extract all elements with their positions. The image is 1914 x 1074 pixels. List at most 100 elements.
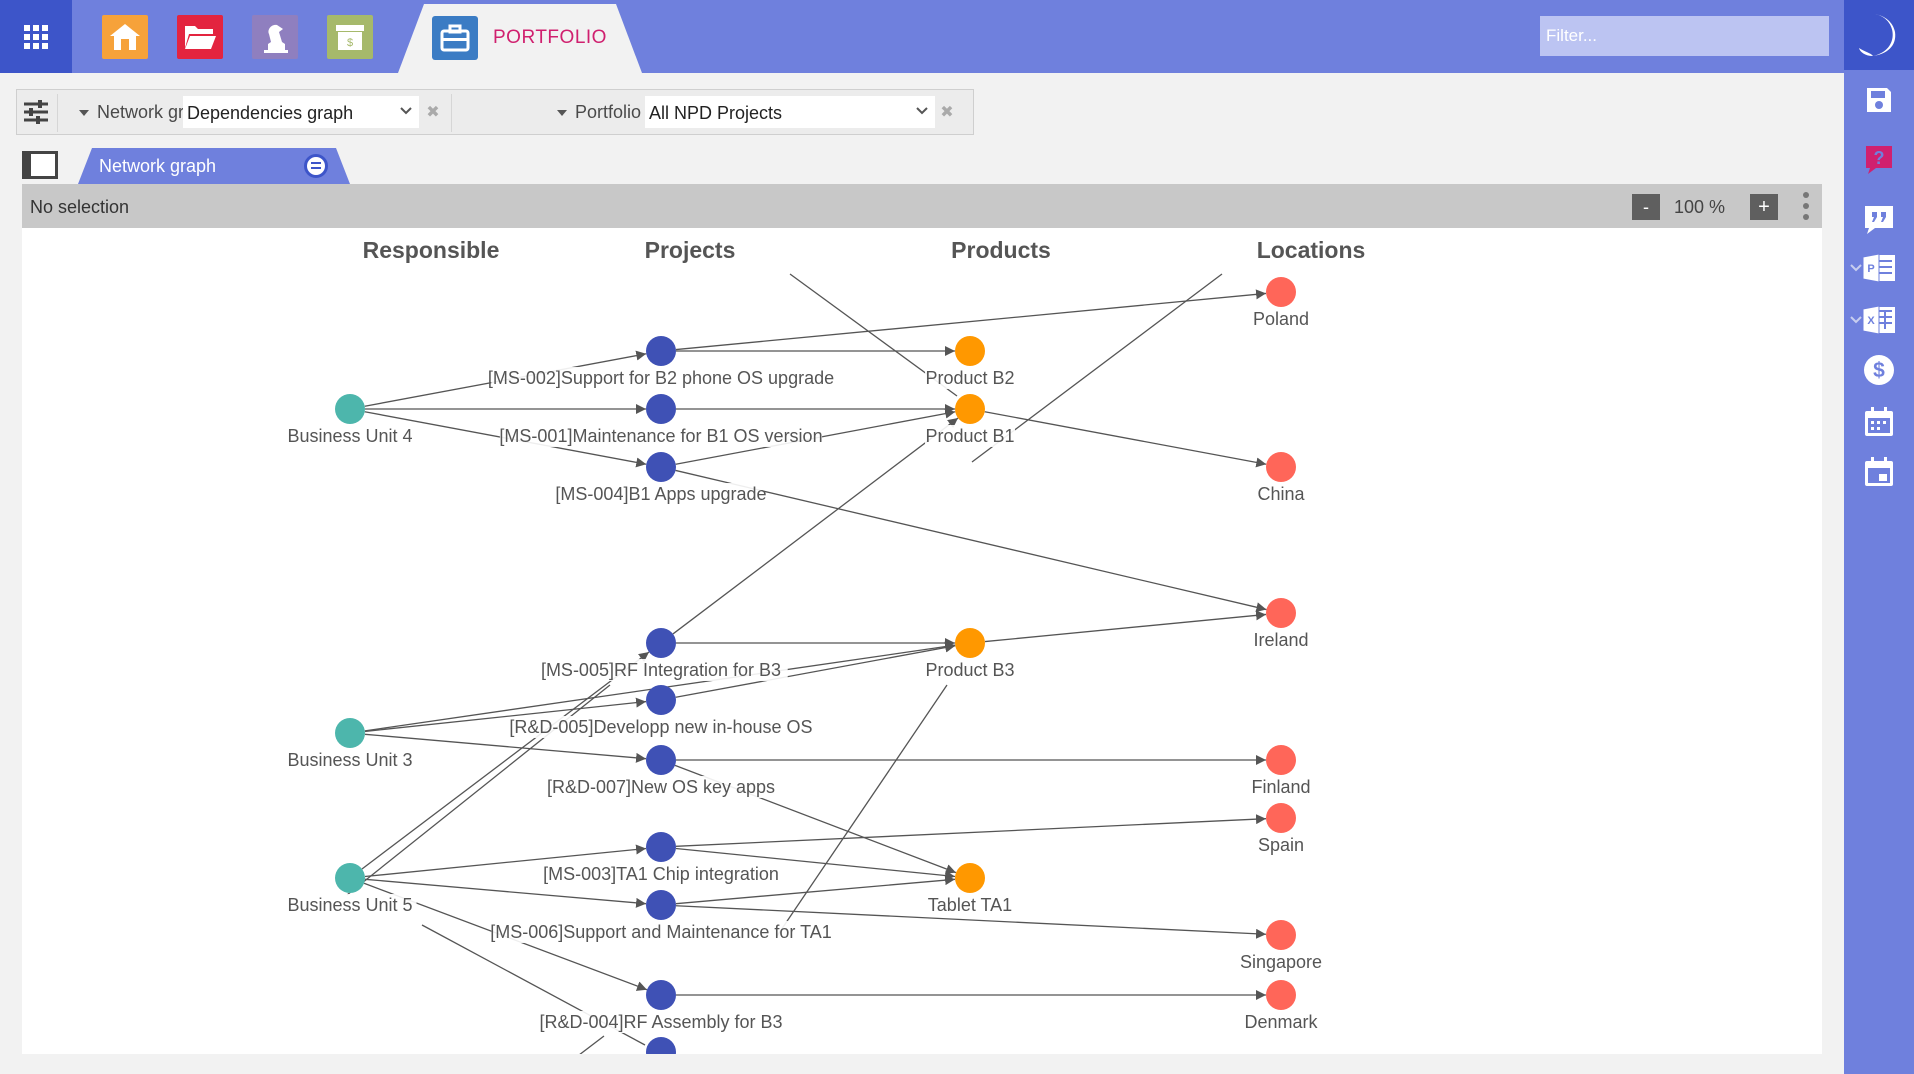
side-panel-toggle[interactable] (22, 151, 58, 179)
app-logo[interactable] (1844, 0, 1914, 70)
sliders-icon (24, 100, 48, 124)
graph-node-responsible[interactable] (335, 718, 365, 748)
top-bar: $ PORTFOLIO (0, 0, 1844, 73)
cost-icon: $ (1864, 355, 1894, 385)
node-label: Business Unit 5 (287, 895, 412, 915)
node-label: Finland (1251, 777, 1310, 797)
graph-edge (675, 814, 1267, 847)
graph-edge (675, 905, 1267, 939)
graph-node-project[interactable] (646, 452, 676, 482)
finance-archive-icon: $ (336, 25, 364, 50)
node-label-background (1257, 834, 1305, 856)
cost-button[interactable]: $ (1844, 350, 1914, 390)
selection-status: No selection (30, 197, 130, 217)
graph-node-location[interactable] (1266, 277, 1296, 307)
chevron-down-icon (400, 107, 412, 115)
graph-edge (675, 289, 1267, 351)
node-label-background (1257, 483, 1305, 505)
calendar-button[interactable] (1844, 402, 1914, 442)
apps-grid-button[interactable] (0, 0, 72, 73)
group-collapse-icon[interactable] (79, 110, 89, 116)
node-label-background (534, 659, 788, 681)
portfolio-tab-icon-wrap (432, 16, 478, 60)
graph-node-product[interactable] (955, 394, 985, 424)
column-heading: Projects (645, 237, 736, 263)
graph-node-project[interactable] (646, 685, 676, 715)
graph-edge (364, 733, 647, 763)
event-icon (1865, 457, 1893, 486)
node-label-background (283, 894, 417, 916)
home-button[interactable] (102, 15, 148, 59)
graph-node-product[interactable] (955, 336, 985, 366)
graph-node-project[interactable] (646, 394, 676, 424)
tab-menu-button[interactable] (304, 154, 328, 178)
graph-node-project[interactable] (646, 336, 676, 366)
graph-node-location[interactable] (1266, 803, 1296, 833)
node-label-background (925, 659, 1015, 681)
graph-node-location[interactable] (1266, 452, 1296, 482)
more-options-button[interactable] (1802, 190, 1810, 222)
graph-node-project[interactable] (646, 628, 676, 658)
graph-node-product[interactable] (955, 863, 985, 893)
node-label: Tablet TA1 (928, 895, 1012, 915)
graph-node-location[interactable] (1266, 920, 1296, 950)
graph-node-project[interactable] (646, 745, 676, 775)
graph-edge (364, 844, 647, 878)
graph-edge (675, 847, 956, 881)
portfolio-value: All NPD Projects (649, 103, 783, 123)
finance-button[interactable]: $ (327, 15, 373, 59)
graph-node-location[interactable] (1266, 598, 1296, 628)
graph-node-project[interactable] (646, 1037, 676, 1054)
export-project-button[interactable]: P (1844, 248, 1914, 288)
save-icon (1867, 88, 1891, 112)
graph-edge (672, 417, 959, 635)
node-label: [R&D-005]Developp new in-house OS (509, 717, 812, 737)
clear-portfolio-button[interactable]: ✖ (937, 102, 957, 122)
group-collapse-icon[interactable] (557, 110, 567, 116)
event-button[interactable] (1844, 452, 1914, 492)
node-label: Product B1 (925, 426, 1014, 446)
tab-portfolio[interactable]: PORTFOLIO (398, 4, 642, 73)
node-label-background (925, 425, 1015, 447)
strategy-icon (264, 24, 288, 53)
filter-input[interactable] (1540, 16, 1829, 56)
svg-text:P: P (1867, 263, 1874, 275)
clear-network-graph-button[interactable]: ✖ (423, 102, 443, 122)
export-excel-button[interactable]: X (1844, 300, 1914, 340)
graph-edge (364, 697, 647, 733)
help-button[interactable]: ? (1844, 140, 1914, 180)
node-label: [R&D-004]RF Assembly for B3 (539, 1012, 782, 1032)
graph-node-project[interactable] (646, 890, 676, 920)
folders-button[interactable] (177, 15, 223, 59)
strategy-button[interactable] (252, 15, 298, 59)
graph-node-project[interactable] (646, 980, 676, 1010)
toolbar: Network graph Dependencies graph ✖ Portf… (16, 89, 974, 135)
graph-node-responsible[interactable] (335, 394, 365, 424)
zoom-in-button[interactable]: + (1750, 194, 1778, 220)
node-label: [MS-004]B1 Apps upgrade (555, 484, 766, 504)
tab-network-graph[interactable]: Network graph (78, 148, 350, 184)
svg-text:?: ? (1874, 148, 1885, 168)
node-label-background (491, 921, 831, 943)
network-graph-select[interactable]: Dependencies graph (183, 96, 419, 128)
graph-node-location[interactable] (1266, 980, 1296, 1010)
portfolio-select[interactable]: All NPD Projects (645, 96, 935, 128)
node-label: [MS-003]TA1 Chip integration (543, 864, 779, 884)
node-label-background (560, 483, 762, 505)
svg-text:$: $ (347, 37, 353, 49)
graph-node-location[interactable] (1266, 745, 1296, 775)
graph-edge (675, 642, 956, 698)
graph-node-product[interactable] (955, 628, 985, 658)
column-heading: Locations (1257, 237, 1366, 263)
settings-button[interactable] (23, 100, 49, 124)
graph-node-project[interactable] (646, 832, 676, 862)
save-button[interactable] (1844, 80, 1914, 120)
graph-node-responsible[interactable] (335, 863, 365, 893)
node-label-background (925, 894, 1015, 916)
node-label: [MS-005]RF Integration for B3 (541, 660, 781, 680)
node-label-background (517, 716, 805, 738)
zoom-out-button[interactable]: - (1632, 194, 1660, 220)
comments-button[interactable] (1844, 200, 1914, 240)
